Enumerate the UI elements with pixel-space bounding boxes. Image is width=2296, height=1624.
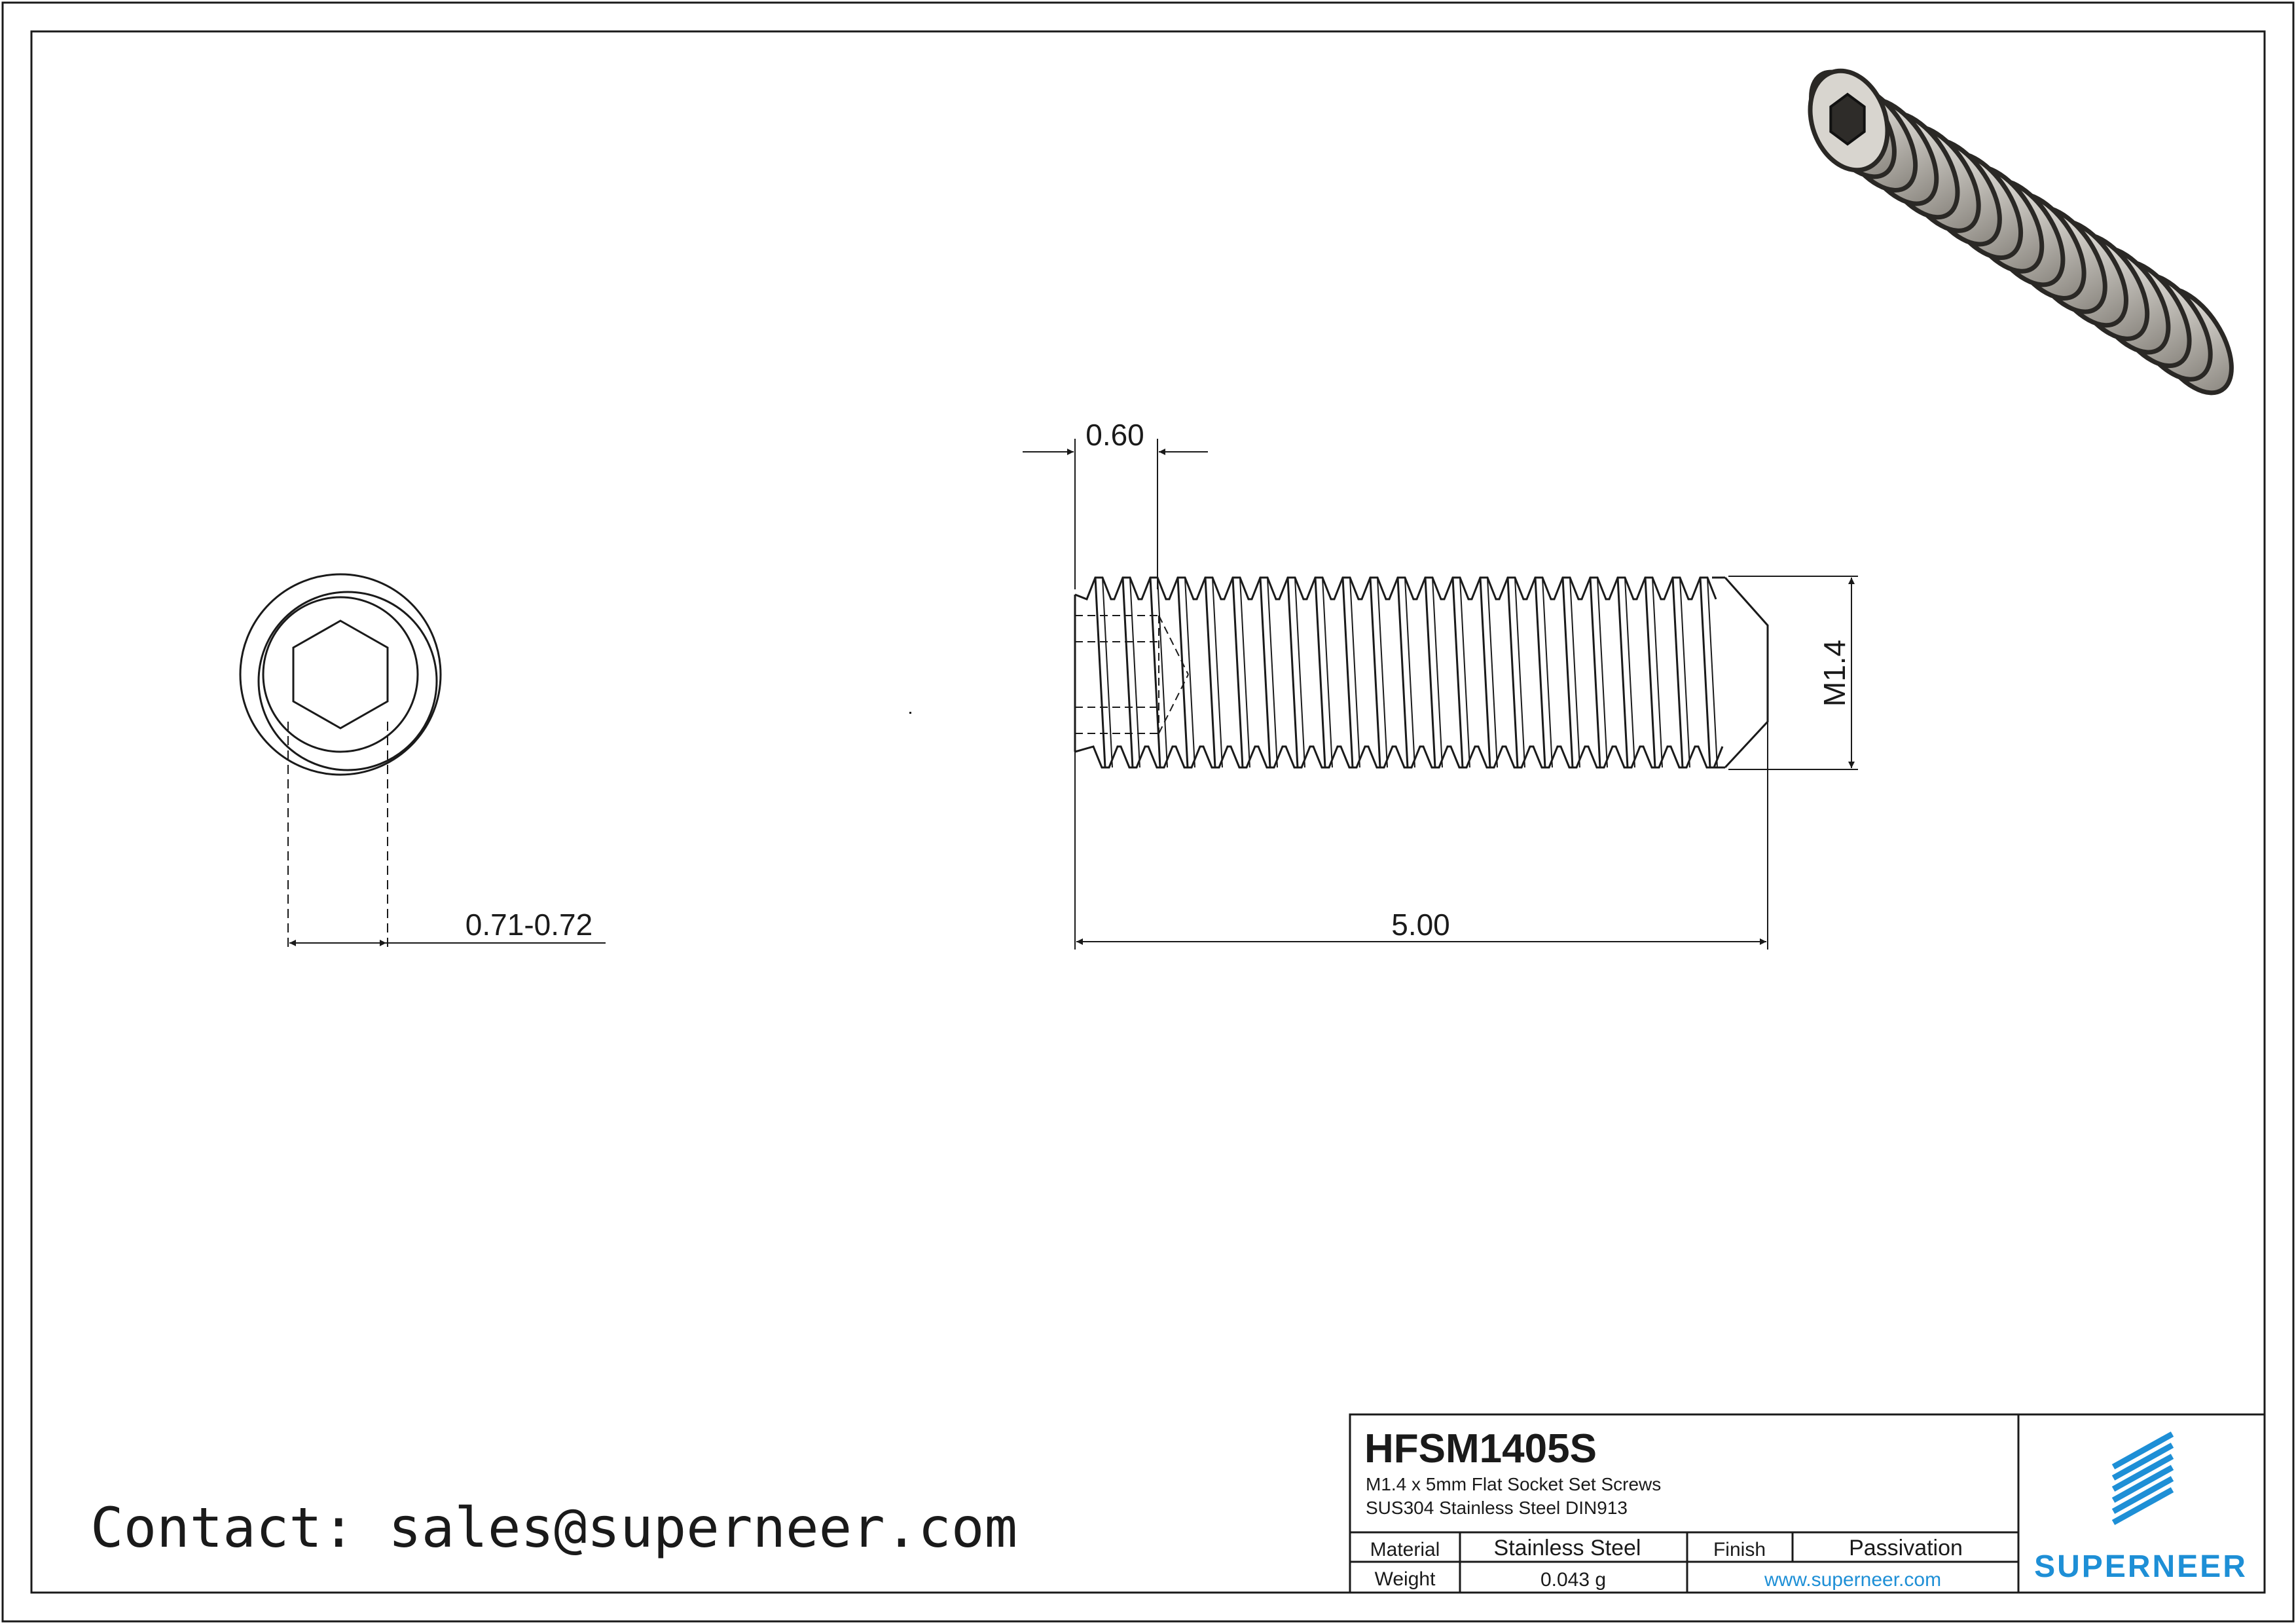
thread-crest-line bbox=[1652, 577, 1663, 768]
iso-hex-socket bbox=[1829, 92, 1866, 146]
thread-crest-line bbox=[1231, 577, 1244, 768]
stray-mark bbox=[909, 712, 911, 714]
thread-crest-line bbox=[1349, 577, 1360, 768]
end-view-outer-circle bbox=[239, 573, 442, 776]
description-line-2: SUS304 Stainless Steel DIN913 bbox=[1366, 1498, 1628, 1518]
thread-crest-line bbox=[1286, 577, 1299, 768]
hidden-socket-lines bbox=[1075, 615, 1189, 734]
thread-crest-line bbox=[1121, 577, 1134, 768]
end-view-inner-circle bbox=[262, 596, 419, 753]
thread-crest-line bbox=[1176, 577, 1189, 768]
contact-text: Contact: sales@superneer.com bbox=[90, 1496, 1017, 1560]
thread-crest-line bbox=[1239, 577, 1250, 768]
thread-crest-line bbox=[1094, 577, 1106, 768]
thread-crest-line bbox=[1149, 577, 1161, 768]
isometric-screw-render bbox=[1808, 68, 2234, 396]
thread-crest-line bbox=[1404, 577, 1415, 768]
thread-crest-line bbox=[1459, 577, 1470, 768]
description-line-1: M1.4 x 5mm Flat Socket Set Screws bbox=[1366, 1474, 1661, 1494]
socket-depth-dimension: 0.60 bbox=[1085, 418, 1144, 452]
thread-crest-line bbox=[1204, 577, 1216, 768]
thread-crest-line bbox=[1542, 577, 1553, 768]
thread-crest-line bbox=[1679, 577, 1690, 768]
finish-label: Finish bbox=[1713, 1539, 1766, 1560]
end-view bbox=[239, 573, 606, 950]
hex-socket-dimension: 0.71-0.72 bbox=[465, 908, 592, 942]
thread-crest-line bbox=[1102, 577, 1113, 768]
thread-crest-line bbox=[1624, 577, 1635, 768]
thread-crest-line bbox=[1589, 577, 1601, 768]
weight-value: 0.043 g bbox=[1540, 1569, 1606, 1591]
thread-size-dimension: M1.4 bbox=[1817, 640, 1851, 707]
thread-bottom-profile bbox=[1074, 745, 1724, 769]
thread-crest-line bbox=[1616, 577, 1629, 768]
thread-crest-line bbox=[1561, 577, 1574, 768]
thread-crest-line bbox=[1479, 577, 1491, 768]
thread-crest-line bbox=[1569, 577, 1580, 768]
thread-crest-line bbox=[1259, 577, 1271, 768]
thread-crest-line bbox=[1506, 577, 1519, 768]
thread-crest-line bbox=[1487, 577, 1498, 768]
thread-crest-line bbox=[1267, 577, 1278, 768]
thread-crest-line bbox=[1341, 577, 1354, 768]
thread-crest-lines bbox=[1094, 577, 1718, 768]
thread-crest-line bbox=[1699, 577, 1711, 768]
thread-crest-line bbox=[1451, 577, 1464, 768]
thread-crest-line bbox=[1212, 577, 1223, 768]
logo-text: SUPERNEER bbox=[2034, 1549, 2248, 1584]
thread-crest-line bbox=[1671, 577, 1684, 768]
thread-crest-line bbox=[1534, 577, 1546, 768]
part-number: HFSM1405S bbox=[1364, 1426, 1597, 1471]
finish-value: Passivation bbox=[1849, 1536, 1963, 1560]
weight-label: Weight bbox=[1375, 1568, 1436, 1590]
thread-crest-line bbox=[1396, 577, 1409, 768]
thread-top-profile bbox=[1074, 576, 1717, 600]
material-value: Stainless Steel bbox=[1494, 1536, 1641, 1560]
thread-crest-line bbox=[1184, 577, 1195, 768]
length-dimension: 5.00 bbox=[1391, 908, 1450, 942]
thread-crest-line bbox=[1322, 577, 1333, 768]
thread-crest-line bbox=[1369, 577, 1381, 768]
thread-crest-line bbox=[1294, 577, 1305, 768]
website-link[interactable]: www.superneer.com bbox=[1764, 1569, 1941, 1591]
thread-crest-line bbox=[1129, 577, 1140, 768]
title-block-frame bbox=[1349, 1413, 2266, 1594]
thread-crest-line bbox=[1377, 577, 1388, 768]
superneer-logo-icon bbox=[2111, 1431, 2174, 1525]
thread-crest-line bbox=[1707, 577, 1718, 768]
thread-crest-line bbox=[1644, 577, 1656, 768]
title-block bbox=[1349, 1413, 2266, 1594]
side-view bbox=[1023, 439, 1858, 950]
thread-crest-line bbox=[1424, 577, 1436, 768]
hex-socket bbox=[292, 619, 389, 729]
thread-crest-line bbox=[1597, 577, 1608, 768]
thread-crest-line bbox=[1314, 577, 1326, 768]
material-label: Material bbox=[1370, 1539, 1440, 1560]
thread-crest-line bbox=[1157, 577, 1168, 768]
thread-crest-line bbox=[1514, 577, 1525, 768]
flat-point-chamfer bbox=[1724, 577, 1769, 769]
end-view-thread-circle bbox=[257, 591, 438, 771]
inner-border bbox=[30, 30, 2266, 1594]
thread-crest-line bbox=[1432, 577, 1443, 768]
